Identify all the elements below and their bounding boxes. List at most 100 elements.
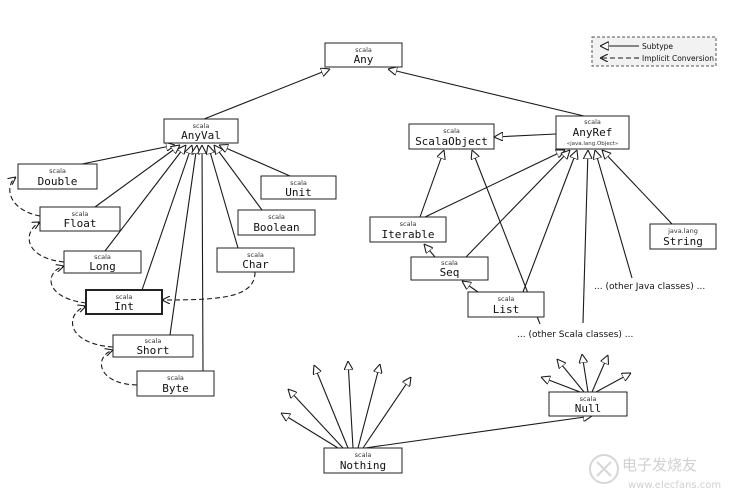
node-short-name: Short bbox=[136, 344, 169, 357]
edge-iterable-anyref bbox=[424, 150, 565, 218]
node-anyref-name: AnyRef bbox=[573, 126, 613, 139]
edge-int-long bbox=[50, 266, 87, 304]
node-string-box bbox=[649, 223, 717, 250]
node-seq-box bbox=[410, 256, 489, 281]
node-long-pkg: scala bbox=[94, 253, 111, 261]
other-scala-classes-label: ... (other Scala classes) ... bbox=[517, 330, 633, 340]
node-int-name: Int bbox=[114, 300, 134, 313]
node-scalaobject-name: ScalaObject bbox=[415, 135, 488, 148]
node-byte-pkg: scala bbox=[167, 374, 184, 382]
node-scalaobject[interactable]: scala ScalaObject bbox=[408, 123, 495, 150]
edge-null-up-5 bbox=[595, 373, 631, 393]
edge-nothing-up-3 bbox=[314, 365, 349, 449]
edge-short-anyval bbox=[169, 145, 197, 336]
node-float-pkg: scala bbox=[72, 210, 89, 218]
node-byte[interactable]: scala Byte bbox=[136, 370, 215, 397]
node-anyval-name: AnyVal bbox=[181, 129, 221, 142]
node-short-box bbox=[112, 334, 194, 358]
node-iterable-pkg: scala bbox=[400, 220, 417, 228]
edge-null-up-2 bbox=[557, 359, 585, 393]
node-char-box bbox=[216, 247, 295, 273]
legend-implicit-label: Implicit Conversion bbox=[642, 54, 714, 63]
node-int-pkg: scala bbox=[116, 293, 133, 301]
node-nothing[interactable]: scala Nothing bbox=[323, 447, 403, 474]
legend-box bbox=[591, 36, 717, 67]
node-double[interactable]: scala Double bbox=[17, 163, 98, 190]
node-list[interactable]: scala List bbox=[467, 291, 545, 318]
node-unit-box bbox=[260, 175, 337, 200]
node-char[interactable]: scala Char bbox=[216, 247, 295, 273]
edge-float-anyval bbox=[94, 145, 180, 208]
node-unit-pkg: scala bbox=[290, 179, 307, 187]
node-long-name: Long bbox=[89, 260, 116, 273]
node-long-box bbox=[63, 250, 142, 274]
node-float[interactable]: scala Float bbox=[39, 206, 121, 232]
node-anyref-box bbox=[555, 115, 630, 150]
node-null[interactable]: scala Null bbox=[548, 391, 628, 417]
node-float-box bbox=[39, 206, 121, 232]
node-boolean[interactable]: scala Boolean bbox=[237, 209, 316, 236]
edge-long-anyval bbox=[104, 145, 186, 252]
node-int[interactable]: scala Int bbox=[85, 289, 163, 315]
node-nothing-pkg: scala bbox=[355, 451, 372, 459]
node-short[interactable]: scala Short bbox=[112, 334, 194, 358]
edge-nothing-up-5 bbox=[357, 364, 380, 449]
edge-byte-short bbox=[100, 350, 138, 386]
edge-char-int bbox=[162, 271, 256, 300]
edge-otherjava-anyref bbox=[595, 150, 633, 279]
node-unit[interactable]: scala Unit bbox=[260, 175, 337, 200]
node-any-box bbox=[324, 42, 403, 68]
node-scalaobject-box bbox=[408, 123, 495, 150]
node-long[interactable]: scala Long bbox=[63, 250, 142, 274]
edge-unit-anyval bbox=[219, 145, 291, 177]
node-scalaobject-pkg: scala bbox=[443, 127, 460, 135]
edge-nothing-up-4 bbox=[348, 361, 354, 449]
node-any-pkg: scala bbox=[355, 46, 372, 54]
node-anyval-box bbox=[163, 118, 239, 144]
node-unit-name: Unit bbox=[285, 186, 312, 199]
edge-nothing-up-1 bbox=[281, 413, 339, 449]
edge-nothing-up-6 bbox=[362, 377, 411, 449]
edge-byte-anyval bbox=[202, 145, 203, 372]
other-java-classes-label: ... (other Java classes) ... bbox=[594, 282, 705, 292]
node-seq-pkg: scala bbox=[441, 259, 458, 267]
edge-boolean-anyval bbox=[214, 145, 263, 211]
node-any[interactable]: scala Any bbox=[324, 42, 403, 68]
edge-double-anyval bbox=[81, 145, 175, 165]
node-anyref-sub: «java.lang.Object» bbox=[567, 141, 619, 147]
subtype-edges bbox=[81, 69, 673, 449]
node-anyref[interactable]: scala AnyRef «java.lang.Object» bbox=[555, 115, 630, 150]
watermark-url: www.elecfans.com bbox=[628, 480, 721, 491]
node-double-pkg: scala bbox=[49, 167, 66, 175]
node-string-name: String bbox=[663, 235, 703, 248]
edge-int-anyval bbox=[141, 145, 192, 291]
edge-string-anyref bbox=[602, 150, 673, 225]
node-string[interactable]: java.lang String bbox=[649, 223, 717, 250]
node-list-box bbox=[467, 291, 545, 318]
edge-otherscala-anyref bbox=[582, 150, 588, 324]
node-list-name: List bbox=[493, 303, 520, 316]
edge-null-up-3 bbox=[582, 354, 589, 393]
node-short-pkg: scala bbox=[145, 337, 162, 345]
node-nothing-name: Nothing bbox=[340, 459, 386, 472]
node-anyval-pkg: scala bbox=[193, 122, 210, 130]
edge-list-anyref bbox=[522, 150, 577, 293]
edge-seq-iterable bbox=[424, 244, 436, 258]
node-seq[interactable]: scala Seq bbox=[410, 256, 489, 281]
node-null-box bbox=[548, 391, 628, 417]
implicit-edges bbox=[10, 177, 256, 386]
node-anyval[interactable]: scala AnyVal bbox=[163, 118, 239, 144]
edge-nothing-up-2 bbox=[288, 389, 344, 449]
node-iterable[interactable]: scala Iterable bbox=[369, 216, 447, 243]
edge-null-up-1 bbox=[541, 377, 581, 393]
legend-subtype-label: Subtype bbox=[642, 42, 673, 51]
edge-anyref-scalaobject bbox=[494, 134, 557, 137]
edge-null-up-4 bbox=[591, 355, 608, 393]
edge-nothing-null bbox=[364, 416, 592, 449]
node-double-box bbox=[17, 163, 98, 190]
node-byte-name: Byte bbox=[162, 382, 189, 395]
watermark: 电子发烧友 www.elecfans.com bbox=[589, 454, 721, 491]
edge-list-seq bbox=[462, 281, 479, 293]
node-seq-name: Seq bbox=[440, 266, 460, 279]
